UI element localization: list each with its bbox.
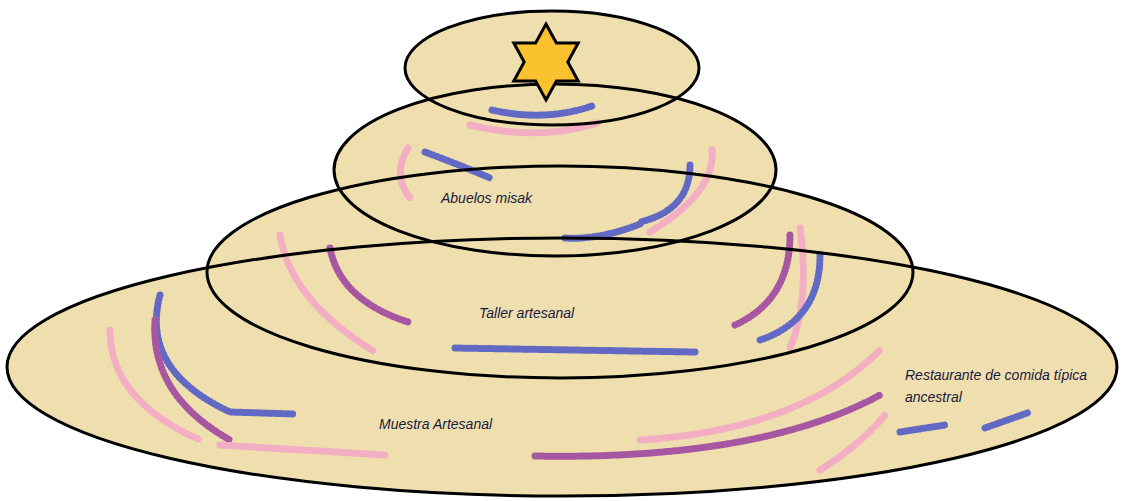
tier-label: Abuelos misak	[441, 187, 532, 209]
tier-label: Restaurante de comida típica ancestral	[905, 364, 1100, 408]
ellipse-outline	[206, 165, 914, 379]
ellipse-tier: Taller artesanal	[206, 165, 914, 379]
tier-label: Muestra Artesanal	[379, 413, 492, 435]
ellipse-tier: Muestra Artesanal Restaurante de comida t…	[6, 237, 1118, 497]
ellipse-outline	[333, 83, 777, 257]
ellipse-tier: Abuelos misak	[333, 83, 777, 257]
tier-label: Taller artesanal	[479, 302, 574, 324]
